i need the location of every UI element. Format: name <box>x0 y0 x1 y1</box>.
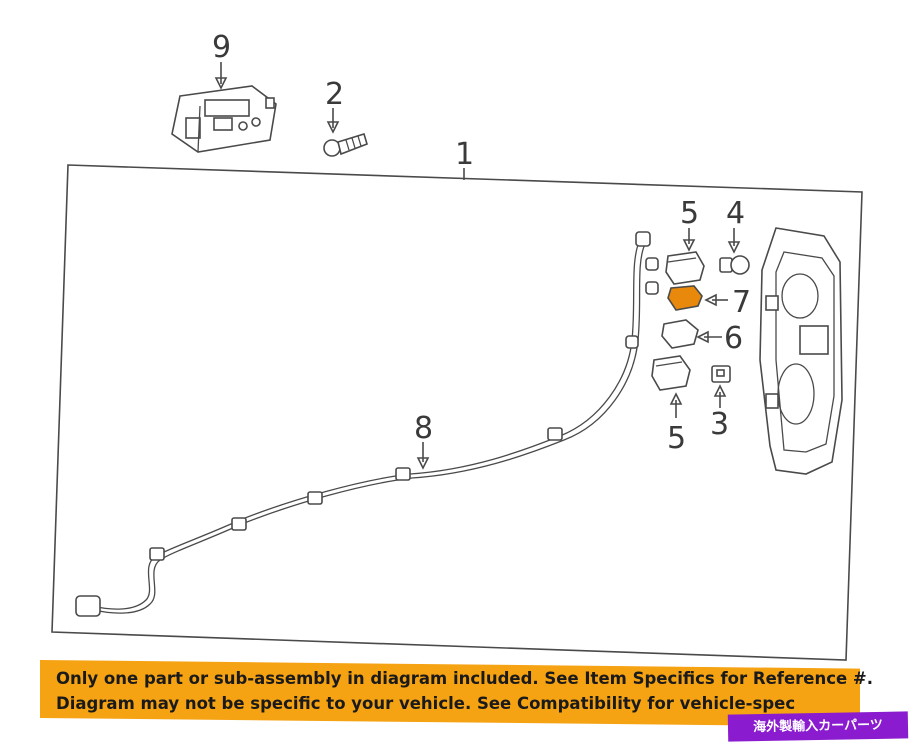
part-5-socket-bottom <box>651 355 691 391</box>
part-9-module <box>171 85 277 153</box>
assembly-frame <box>51 164 863 661</box>
disclaimer-line-1: Only one part or sub-assembly in diagram… <box>56 669 874 688</box>
callout-1: 1 <box>455 137 474 172</box>
callout-3: 3 <box>710 407 729 442</box>
callout-9: 9 <box>212 30 231 65</box>
part-8-wiring-harness <box>75 231 659 617</box>
part-6-bulb <box>661 319 699 349</box>
callout-7: 7 <box>732 285 751 320</box>
part-2-bolt <box>323 132 368 157</box>
shop-tag: 海外製輸入カーパーツ <box>727 711 909 742</box>
part-4-bulb <box>719 255 750 275</box>
disclaimer-line-2: Diagram may not be specific to your vehi… <box>56 694 796 713</box>
part-7-bulb-highlighted <box>667 285 703 311</box>
callout-6: 6 <box>724 321 743 356</box>
callout-4: 4 <box>726 196 745 231</box>
callout-5-bottom: 5 <box>667 421 686 456</box>
callout-8: 8 <box>414 411 433 446</box>
tail-lamp-housing <box>759 227 843 475</box>
part-3-clip <box>711 365 731 383</box>
callout-5-top: 5 <box>680 196 699 231</box>
callout-2: 2 <box>325 77 344 112</box>
part-5-socket-top <box>665 251 705 285</box>
